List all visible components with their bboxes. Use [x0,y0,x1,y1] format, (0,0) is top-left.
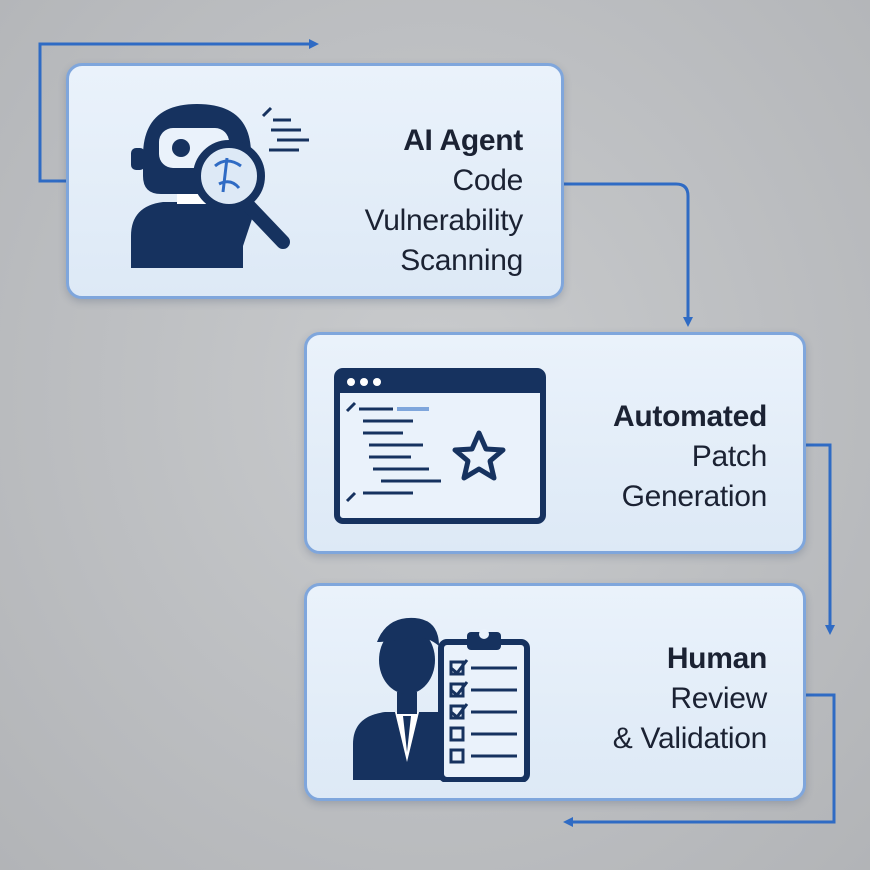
loop-arrow-top [38,39,319,183]
arrow-scan-to-patch [564,182,693,327]
step-line: Code [452,164,523,197]
step-line: & Validation [612,722,768,755]
step-title: Human [666,642,767,675]
step-line: Patch [691,440,768,473]
step-title: Automated [613,400,767,433]
step-card-code-scanning: AI Agent Code Vulnerability Scanning [66,63,564,299]
step-title: AI Agent [403,124,523,157]
step-line: Scanning [400,244,523,277]
step-card-patch-generation: Automated Patch Generation [304,332,806,554]
step-line: Review [670,682,767,715]
person-clipboard-icon [353,617,530,782]
step-label: Automated Patch Generation [613,397,767,517]
robot-magnifier-icon [131,104,309,268]
arrow-review-return [563,693,836,827]
code-window-star-icon [334,368,546,524]
step-line: Vulnerability [364,204,524,237]
step-label: AI Agent Code Vulnerability Scanning [364,121,524,281]
step-label: Human Review & Validation [612,639,768,759]
step-line: Generation [621,480,768,513]
step-card-human-review: Human Review & Validation [304,583,806,801]
arrow-patch-to-review [806,443,835,635]
